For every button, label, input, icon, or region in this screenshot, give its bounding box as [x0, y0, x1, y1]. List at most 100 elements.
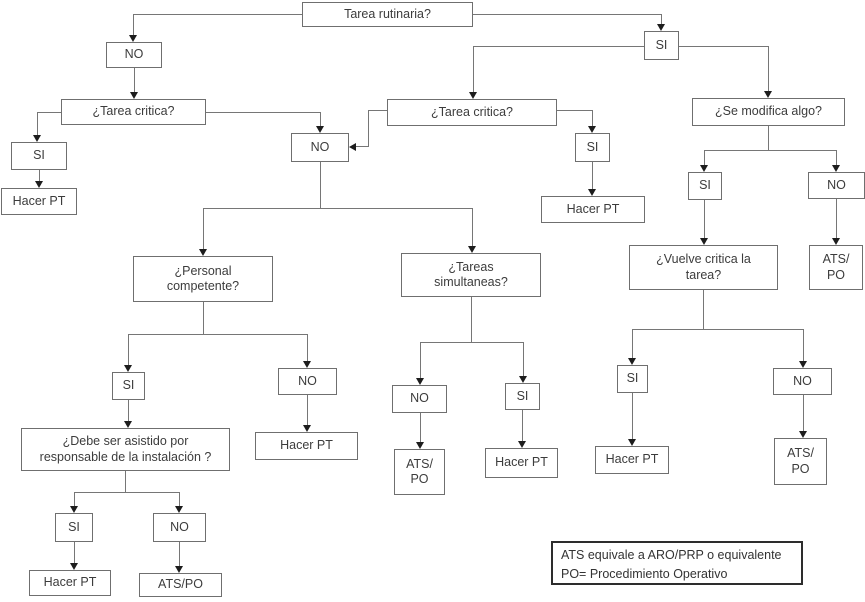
connector-line	[203, 302, 204, 334]
node-no-critica: NO	[291, 133, 349, 162]
arrowhead-down	[588, 126, 596, 133]
connector-line	[128, 334, 307, 335]
node-si-modifica: SI	[688, 172, 722, 200]
connector-line	[39, 170, 40, 181]
arrowhead-down	[799, 431, 807, 438]
arrowhead-down	[519, 376, 527, 383]
arrowhead-down	[628, 439, 636, 446]
arrowhead-down	[130, 92, 138, 99]
arrowhead-down	[764, 91, 772, 98]
connector-line	[368, 110, 369, 147]
node-tarea-critica-izq: ¿Tarea critica?	[61, 99, 206, 125]
node-ats-po-no-asistido: ATS/PO	[139, 573, 222, 597]
connector-line	[206, 112, 320, 113]
arrowhead-down	[129, 35, 137, 42]
arrowhead-down	[416, 442, 424, 449]
node-ats-po-no-vuelve: ATS/ PO	[774, 438, 827, 485]
arrowhead-down	[518, 441, 526, 448]
connector-line	[203, 208, 472, 209]
legend-box: ATS equivale a ARO/PRP o equivalente PO=…	[551, 541, 803, 585]
arrowhead-down	[175, 566, 183, 573]
arrowhead-down	[33, 135, 41, 142]
connector-line	[661, 14, 662, 24]
arrowhead-down	[700, 165, 708, 172]
connector-line	[803, 395, 804, 431]
arrowhead-down	[416, 378, 424, 385]
connector-line	[471, 297, 472, 342]
node-no-personal: NO	[278, 368, 337, 395]
node-debe-ser-asistido: ¿Debe ser asistido por responsable de la…	[21, 428, 230, 471]
connector-line	[133, 14, 134, 35]
arrowhead-down	[303, 425, 311, 432]
arrowhead-down	[469, 92, 477, 99]
node-personal-competente: ¿Personal competente?	[133, 256, 273, 302]
arrowhead-down	[832, 165, 840, 172]
connector-line	[320, 162, 321, 208]
connector-line	[74, 492, 179, 493]
connector-line	[125, 471, 126, 492]
connector-line	[420, 342, 523, 343]
connector-line	[704, 150, 836, 151]
connector-line	[592, 110, 593, 126]
connector-line	[522, 410, 523, 441]
connector-line	[592, 162, 593, 189]
arrowhead-down	[628, 358, 636, 365]
arrowhead-down	[124, 365, 132, 372]
node-se-modifica-algo: ¿Se modifica algo?	[692, 98, 845, 126]
connector-line	[803, 329, 804, 361]
arrowhead-down	[799, 361, 807, 368]
connector-line	[703, 290, 704, 329]
arrowhead-down	[316, 126, 324, 133]
connector-line	[836, 199, 837, 238]
arrowhead-down	[468, 246, 476, 253]
connector-line	[179, 492, 180, 506]
connector-line	[768, 46, 769, 91]
connector-line	[473, 14, 661, 15]
arrowhead-down	[588, 189, 596, 196]
node-no-rutinaria: NO	[106, 42, 162, 68]
legend-line-2: PO= Procedimiento Operativo	[561, 566, 728, 581]
connector-line	[768, 126, 769, 150]
node-si-critica-izq: SI	[11, 142, 67, 170]
connector-line	[74, 542, 75, 563]
connector-line	[356, 146, 368, 147]
node-hacer-pt-si-simultaneas: Hacer PT	[485, 448, 558, 478]
node-si-asistido: SI	[55, 513, 93, 542]
connector-line	[473, 46, 644, 47]
arrowhead-down	[35, 181, 43, 188]
connector-line	[472, 208, 473, 246]
arrowhead-down	[303, 361, 311, 368]
connector-line	[679, 46, 768, 47]
connector-line	[632, 393, 633, 439]
node-no-asistido: NO	[153, 513, 206, 542]
node-tarea-critica-centro: ¿Tarea critica?	[387, 99, 557, 126]
node-tareas-simultaneas: ¿Tareas simultaneas?	[401, 253, 541, 297]
node-hacer-pt-si-vuelve: Hacer PT	[595, 446, 669, 474]
connector-line	[37, 112, 38, 135]
connector-line	[134, 68, 135, 92]
node-si-personal: SI	[112, 372, 145, 400]
connector-line	[473, 46, 474, 92]
connector-line	[307, 395, 308, 425]
node-ats-po-no-modifica: ATS/ PO	[809, 245, 863, 290]
node-no-simultaneas: NO	[392, 385, 447, 413]
node-si-simultaneas: SI	[505, 383, 540, 410]
connector-line	[704, 200, 705, 238]
connector-line	[632, 329, 633, 358]
connector-line	[128, 400, 129, 421]
connector-line	[557, 110, 592, 111]
node-hacer-pt-critica-izq: Hacer PT	[1, 188, 77, 215]
node-ats-po-no-simultaneas: ATS/ PO	[394, 449, 445, 495]
arrowhead-down	[70, 563, 78, 570]
node-no-vuelve-critica: NO	[773, 368, 832, 395]
arrowhead-down	[199, 249, 207, 256]
node-no-modifica: NO	[808, 172, 865, 199]
arrowhead-down	[700, 238, 708, 245]
node-si-rutinaria: SI	[644, 31, 679, 60]
legend-line-1: ATS equivale a ARO/PRP o equivalente	[561, 548, 782, 562]
arrowhead-down	[124, 421, 132, 428]
node-tarea-rutinaria: Tarea rutinaria?	[302, 2, 473, 27]
connector-line	[632, 329, 803, 330]
node-hacer-pt-critica-centro: Hacer PT	[541, 196, 645, 223]
